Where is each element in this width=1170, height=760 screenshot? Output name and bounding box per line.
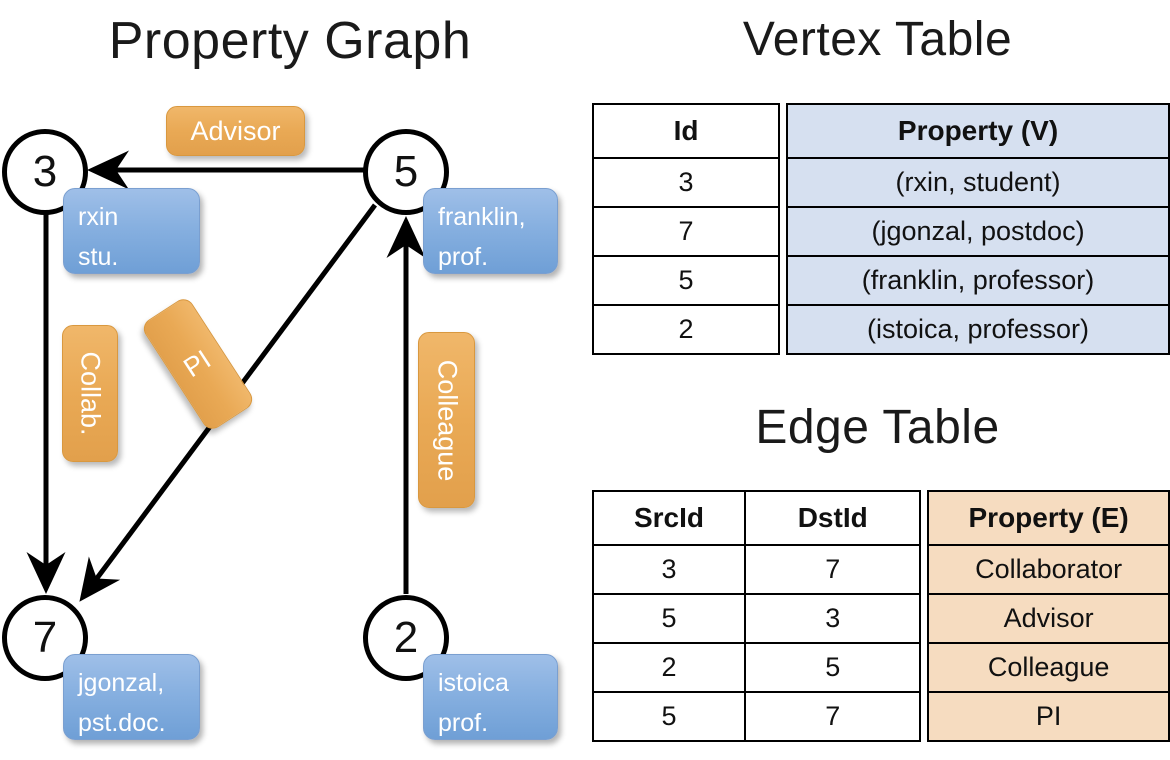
column-spacer [920, 545, 928, 594]
vertex-table: Id Property (V) 3 (rxin, student) 7 (jgo… [591, 103, 1170, 355]
node-property-line-1: jgonzal, [78, 669, 165, 697]
table-row[interactable]: 5 (franklin, professor) [591, 255, 1170, 306]
edge-label-colleague-text: Colleague [432, 359, 462, 481]
column-spacer [920, 643, 928, 692]
graph-node-2[interactable]: 2 [363, 595, 449, 681]
table-header-row: SrcId DstId Property (E) [592, 490, 1170, 546]
edge-cell-property: Colleague [927, 642, 1170, 693]
column-spacer [920, 491, 928, 545]
table-row[interactable]: 2 (istoica, professor) [591, 304, 1170, 355]
edge-cell-dstid: 7 [743, 691, 922, 742]
edge-label-pi-text: PI [178, 344, 217, 384]
table-row[interactable]: 5 7 PI [592, 691, 1170, 742]
column-spacer [779, 104, 787, 158]
vertex-cell-property: (franklin, professor) [786, 255, 1170, 306]
edge-header-property: Property (E) [927, 490, 1170, 546]
table-row[interactable]: 5 3 Advisor [592, 593, 1170, 644]
column-spacer [920, 692, 928, 741]
column-spacer [920, 594, 928, 643]
vertex-cell-id: 2 [591, 304, 781, 355]
property-graph-diagram: 3 5 7 2 rxin stu. franklin, prof. jgonza… [0, 0, 580, 760]
node-property-line-1: franklin, [438, 203, 526, 231]
column-spacer [779, 158, 787, 207]
edge-cell-dstid: 3 [743, 593, 922, 644]
column-spacer [779, 207, 787, 256]
node-property-box-7: jgonzal, pst.doc. [63, 654, 200, 740]
node-property-box-3: rxin stu. [63, 188, 200, 274]
page-title-property-graph: Property Graph [108, 12, 472, 70]
edge-label-collaborator: Collab. [62, 325, 118, 462]
node-property-line-2: stu. [78, 243, 119, 271]
node-property-box-2: istoica prof. [423, 654, 558, 740]
edge-label-colleague: Colleague [418, 332, 475, 508]
node-property-line-2: pst.doc. [78, 709, 166, 737]
vertex-cell-id: 5 [591, 255, 781, 306]
vertex-cell-id: 7 [591, 206, 781, 257]
node-property-box-5: franklin, prof. [423, 188, 558, 274]
edge-cell-dstid: 5 [743, 642, 922, 693]
graph-node-5[interactable]: 5 [363, 129, 449, 215]
page-title-edge-table: Edge Table [755, 401, 1000, 454]
edge-cell-srcid: 5 [592, 691, 746, 742]
node-property-line-2: prof. [438, 243, 489, 271]
table-header-row: Id Property (V) [591, 103, 1170, 159]
edge-label-advisor: Advisor [166, 106, 305, 156]
column-spacer [779, 256, 787, 305]
vertex-cell-property: (rxin, student) [786, 157, 1170, 208]
vertex-cell-property: (istoica, professor) [786, 304, 1170, 355]
edge-label-advisor-text: Advisor [190, 115, 281, 146]
vertex-cell-property: (jgonzal, postdoc) [786, 206, 1170, 257]
node-property-line-2: prof. [438, 709, 489, 737]
edge-cell-srcid: 3 [592, 544, 746, 595]
column-spacer [779, 305, 787, 354]
node-property-line-1: istoica [438, 669, 509, 697]
edge-cell-srcid: 5 [592, 593, 746, 644]
table-row[interactable]: 2 5 Colleague [592, 642, 1170, 693]
edge-header-srcid: SrcId [592, 490, 746, 546]
edge-cell-property: PI [927, 691, 1170, 742]
vertex-cell-id: 3 [591, 157, 781, 208]
table-row[interactable]: 3 (rxin, student) [591, 157, 1170, 208]
vertex-header-id: Id [591, 103, 781, 159]
table-row[interactable]: 7 (jgonzal, postdoc) [591, 206, 1170, 257]
edge-cell-property: Collaborator [927, 544, 1170, 595]
edge-table: SrcId DstId Property (E) 3 7 Collaborato… [592, 490, 1170, 742]
edge-cell-srcid: 2 [592, 642, 746, 693]
edge-label-collaborator-text: Collab. [75, 351, 106, 436]
table-row[interactable]: 3 7 Collaborator [592, 544, 1170, 595]
page-title-vertex-table: Vertex Table [742, 13, 1013, 66]
edge-header-dstid: DstId [743, 490, 922, 546]
node-property-line-1: rxin [78, 203, 119, 231]
vertex-header-property: Property (V) [786, 103, 1170, 159]
edge-cell-property: Advisor [927, 593, 1170, 644]
edge-cell-dstid: 7 [743, 544, 922, 595]
